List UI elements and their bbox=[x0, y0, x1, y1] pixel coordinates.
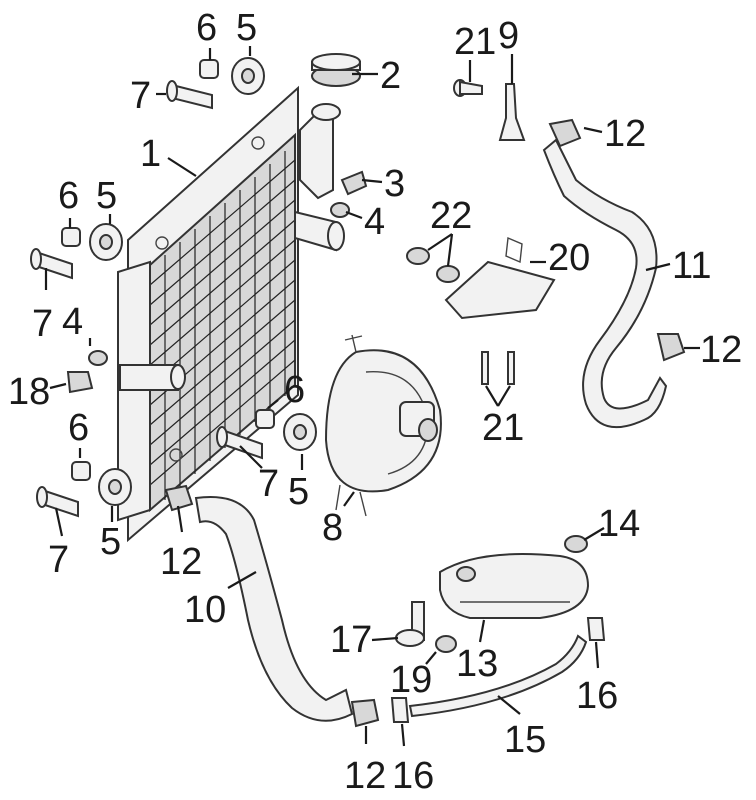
bolt-7-mid bbox=[216, 426, 263, 460]
washer-4b bbox=[88, 350, 108, 366]
callout-12a: 12 bbox=[604, 113, 646, 155]
upper-hose bbox=[542, 138, 668, 429]
callout-15: 15 bbox=[504, 719, 546, 761]
callout-6a: 6 bbox=[196, 7, 217, 49]
callout-1: 1 bbox=[140, 133, 161, 175]
callout-13: 13 bbox=[456, 643, 498, 685]
callout-19: 19 bbox=[390, 659, 432, 701]
callout-21b: 21 bbox=[482, 407, 524, 449]
bushing-5-low bbox=[98, 468, 132, 506]
callouts: 1 2 3 4 4 5 5 5 5 6 6 6 6 7 7 7 7 8 9 10… bbox=[8, 7, 742, 797]
callout-4a: 4 bbox=[364, 201, 385, 243]
bolt-7-top bbox=[166, 80, 213, 110]
callout-21a: 21 bbox=[454, 21, 496, 63]
clip-16-left bbox=[390, 697, 410, 723]
callout-7a: 7 bbox=[130, 75, 151, 117]
temp-sensor bbox=[340, 170, 368, 196]
nut-19 bbox=[435, 635, 457, 653]
callout-20: 20 bbox=[548, 237, 590, 279]
cap-14 bbox=[564, 535, 588, 553]
callout-17: 17 bbox=[330, 619, 372, 661]
callout-10: 10 bbox=[184, 589, 226, 631]
clip-16-right bbox=[586, 617, 606, 641]
lower-hose bbox=[194, 496, 354, 722]
callout-16b: 16 bbox=[392, 755, 434, 797]
clamp-12-lower-bottom bbox=[350, 698, 380, 728]
bushing-5-top bbox=[231, 57, 265, 95]
callout-14: 14 bbox=[598, 503, 640, 545]
callout-7c: 7 bbox=[258, 463, 279, 505]
callout-7b: 7 bbox=[32, 303, 53, 345]
callout-2: 2 bbox=[380, 55, 401, 97]
bracket-9 bbox=[498, 83, 526, 141]
collar-6-mid bbox=[255, 409, 275, 429]
callout-12d: 12 bbox=[344, 755, 386, 797]
clamp-12-right bbox=[656, 333, 686, 362]
bracket-20 bbox=[444, 236, 556, 320]
collar-6-top bbox=[199, 59, 219, 79]
clamp-12-lower-top bbox=[164, 484, 194, 512]
bushing-5-mid bbox=[283, 413, 317, 451]
callout-6c: 6 bbox=[284, 369, 305, 411]
callout-9: 9 bbox=[498, 15, 519, 57]
callout-16a: 16 bbox=[576, 675, 618, 717]
radiator-cap bbox=[311, 53, 361, 87]
callout-12c: 12 bbox=[160, 541, 202, 583]
radiator bbox=[117, 85, 345, 543]
callout-6d: 6 bbox=[68, 407, 89, 449]
callout-4b: 4 bbox=[62, 301, 83, 343]
breather-hose bbox=[408, 634, 588, 718]
callout-8: 8 bbox=[322, 507, 343, 549]
callout-18: 18 bbox=[8, 371, 50, 413]
screw-21-top bbox=[453, 79, 483, 97]
sensor-18 bbox=[66, 371, 94, 394]
callout-7d: 7 bbox=[48, 539, 69, 581]
bolt-7-left bbox=[30, 248, 73, 280]
collar-6-left bbox=[61, 227, 81, 247]
callout-5a: 5 bbox=[236, 7, 257, 49]
cooling-fan bbox=[324, 334, 442, 517]
callout-22: 22 bbox=[430, 195, 472, 237]
collar-6-low bbox=[71, 461, 91, 481]
clamp-12-upper bbox=[548, 118, 582, 148]
callout-6b: 6 bbox=[58, 175, 79, 217]
bolt-7-low bbox=[36, 486, 79, 518]
callout-11: 11 bbox=[672, 245, 711, 287]
callout-12b: 12 bbox=[700, 329, 742, 371]
callout-5d: 5 bbox=[100, 521, 121, 563]
grommet-22b bbox=[436, 265, 460, 283]
screws-21-pair bbox=[481, 351, 515, 385]
callout-5c: 5 bbox=[288, 471, 309, 513]
bushing-5-left bbox=[89, 223, 123, 261]
reservoir bbox=[439, 553, 590, 619]
bolt-17 bbox=[395, 601, 425, 647]
leader-lines bbox=[44, 46, 700, 747]
washer-4 bbox=[330, 202, 350, 218]
grommet-22a bbox=[406, 247, 430, 265]
callout-5b: 5 bbox=[96, 175, 117, 217]
callout-3: 3 bbox=[384, 163, 405, 205]
